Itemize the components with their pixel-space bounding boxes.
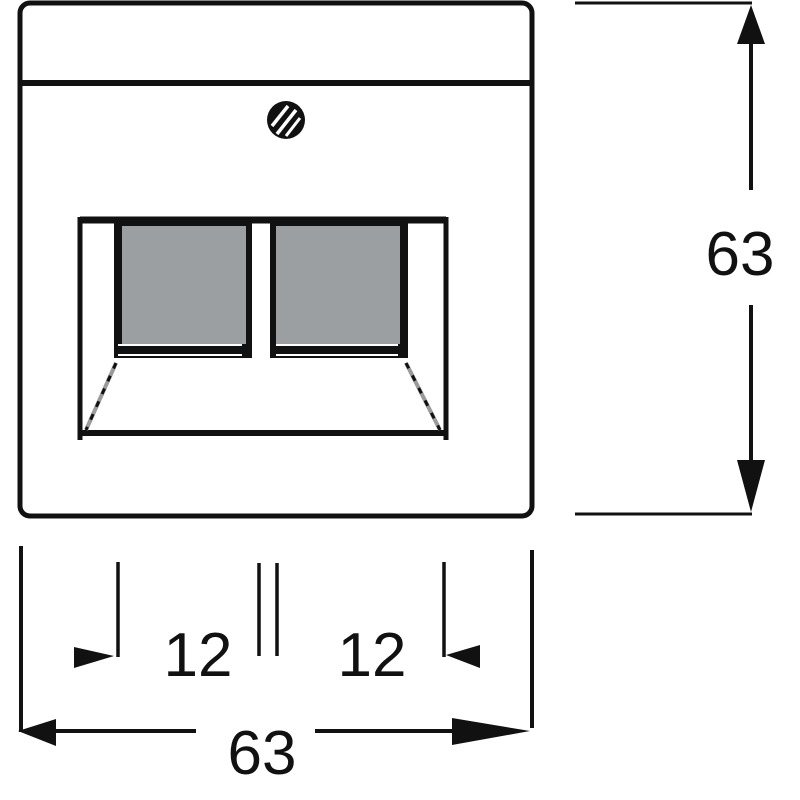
width-label: 63: [228, 719, 297, 788]
screw-icon: [267, 101, 305, 139]
width-dimension: 63: [18, 546, 534, 788]
arrow-down-icon: [737, 460, 765, 512]
height-dimension: 63: [575, 1, 775, 516]
arrow-right-icon: [74, 647, 114, 668]
port-divider: [252, 226, 270, 358]
arrow-up-icon: [737, 5, 765, 44]
port-right-label: 12: [338, 621, 407, 690]
port-dimensions: 12 12: [74, 562, 480, 690]
arrow-left-icon: [446, 645, 480, 668]
port-right: [270, 220, 408, 358]
port-left-label: 12: [164, 621, 233, 690]
port-left: [114, 220, 252, 358]
arrow-left-icon: [18, 719, 56, 746]
arrow-right-icon: [452, 718, 530, 745]
height-label: 63: [706, 220, 775, 289]
